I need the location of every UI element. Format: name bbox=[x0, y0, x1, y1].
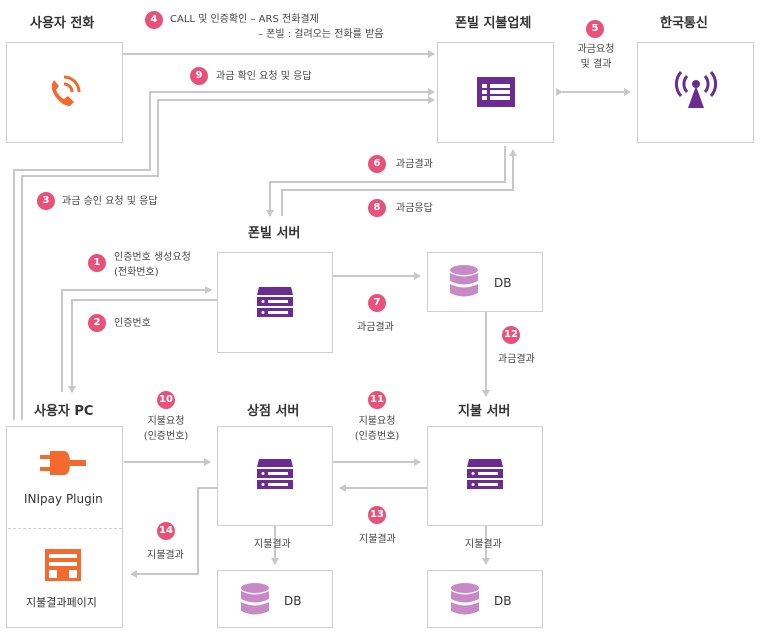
step-label: 지불요청 bbox=[147, 416, 185, 427]
step-badge: 12 bbox=[502, 326, 520, 344]
step-badge: 4 bbox=[145, 11, 163, 29]
phone-billing-title: 폰빌 지불업체 bbox=[455, 16, 532, 31]
plugin-label: INIpay Plugin bbox=[24, 492, 103, 506]
step-label: 과금결과 bbox=[357, 322, 394, 333]
shop-db-box bbox=[217, 570, 333, 628]
payment-server-title: 지불 서버 bbox=[458, 404, 511, 419]
step-badge: 6 bbox=[368, 155, 386, 173]
phonebill-db-box bbox=[427, 252, 543, 312]
db-label: DB bbox=[284, 594, 302, 608]
step-label: 과금결과 bbox=[498, 354, 535, 365]
db-label: DB bbox=[494, 276, 512, 290]
antenna-icon bbox=[674, 71, 718, 108]
billing-list-icon bbox=[477, 77, 515, 107]
step-badge: 5 bbox=[586, 20, 604, 38]
phonebill-server-title: 폰빌 서버 bbox=[248, 226, 301, 241]
step-badge: 13 bbox=[368, 506, 386, 524]
step-label: 및 결과 bbox=[580, 59, 612, 70]
database-icon bbox=[450, 265, 478, 297]
shop-server-title: 상점 서버 bbox=[247, 404, 300, 419]
database-icon bbox=[241, 583, 269, 615]
step-badge: 14 bbox=[157, 522, 175, 540]
database-icon bbox=[451, 583, 479, 615]
step-label: 과금요청 bbox=[577, 44, 615, 55]
korea-telecom-title: 한국통신 bbox=[660, 16, 708, 31]
shop-db-arrow-label: 지불결과 bbox=[254, 539, 291, 550]
step-badge: 8 bbox=[368, 199, 386, 217]
server-icon bbox=[257, 287, 293, 317]
step-label: 과금 확인 요청 및 응답 bbox=[216, 71, 312, 82]
step-label: (인증번호) bbox=[143, 431, 189, 442]
result-page-icon bbox=[45, 549, 81, 581]
phone-icon bbox=[51, 75, 81, 106]
server-icon bbox=[467, 459, 503, 489]
step-label: 과금응답 bbox=[396, 203, 433, 214]
step-label: (인증번호) bbox=[354, 431, 400, 442]
pay-db-arrow-label: 지불결과 bbox=[465, 539, 502, 550]
step-label: 과금결과 bbox=[396, 159, 433, 170]
plug-icon bbox=[40, 451, 86, 475]
step-label: – 폰빌 : 걸려오는 전화를 받음 bbox=[258, 29, 384, 40]
step-label: 인증번호 bbox=[114, 318, 151, 329]
server-icon bbox=[257, 459, 293, 489]
user-phone-title: 사용자 전화 bbox=[30, 16, 95, 31]
user-pc-title: 사용자 PC bbox=[34, 404, 94, 419]
step-badge: 1 bbox=[88, 254, 106, 272]
step-badge: 2 bbox=[88, 314, 106, 332]
step-label: 인증번호 생성요청 bbox=[114, 252, 191, 263]
step-badge: 10 bbox=[157, 391, 175, 409]
step-badge: 11 bbox=[368, 391, 386, 409]
db-label: DB bbox=[494, 594, 512, 608]
step-label: 지불요청 bbox=[358, 416, 396, 427]
step-label: CALL 및 인증확인 – ARS 전화결제 bbox=[170, 14, 319, 25]
user-phone-box bbox=[6, 42, 123, 143]
step-label: 과금 승인 요청 및 응답 bbox=[62, 196, 158, 207]
result-page-label: 지불결과페이지 bbox=[26, 596, 97, 609]
step-badge: 3 bbox=[37, 192, 55, 210]
step-label: 지불결과 bbox=[147, 550, 184, 561]
step-badge: 7 bbox=[368, 294, 386, 312]
pc-divider bbox=[8, 528, 122, 529]
payment-db-box bbox=[427, 570, 543, 628]
step-label: (전화번호) bbox=[114, 267, 159, 278]
step-label: 지불결과 bbox=[359, 534, 396, 545]
step-badge: 9 bbox=[190, 67, 208, 85]
